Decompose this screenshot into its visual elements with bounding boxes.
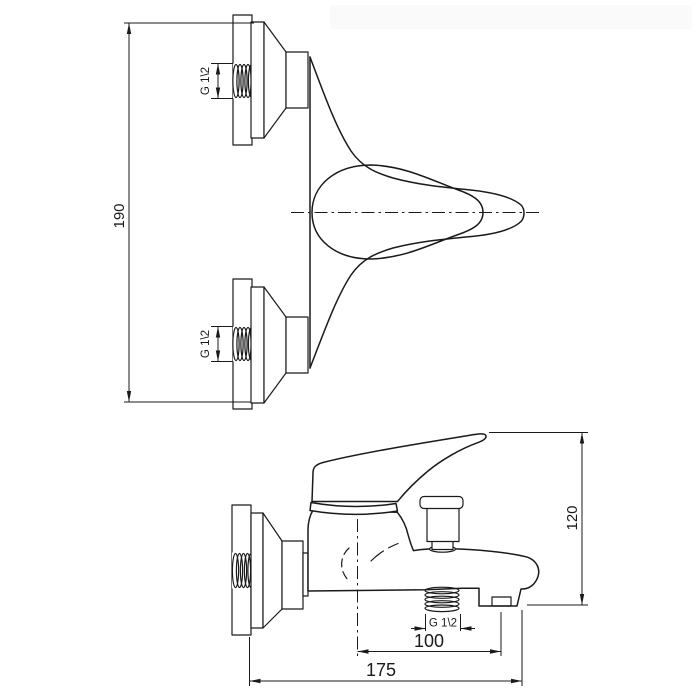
- dimension-shower-thread: G 1\2: [411, 614, 475, 631]
- aerator: [491, 596, 512, 607]
- shower-thread-label: G 1\2: [429, 618, 457, 630]
- lever-grip-top: [311, 164, 484, 260]
- dimension-thread-lower: G 1\2: [200, 326, 233, 362]
- thread-lower-label: G 1\2: [200, 330, 212, 358]
- inlet-thread-lower: [232, 326, 256, 362]
- lever-handle-front: [311, 433, 487, 503]
- dim-190-label: 190: [111, 203, 128, 228]
- dimension-190: 190: [111, 22, 254, 403]
- escutcheon-front: [250, 512, 309, 629]
- dimension-175: 175: [249, 610, 523, 686]
- thread-upper-label: G 1\2: [200, 67, 212, 95]
- hidden-passage-left: [341, 547, 351, 583]
- dimension-120: 120: [489, 432, 588, 606]
- front-view: 120 G 1\2 100 175: [231, 432, 588, 686]
- dimension-thread-upper: G 1\2: [200, 63, 233, 99]
- escutcheon-lower: [250, 286, 309, 404]
- cartridge-cap: [309, 501, 399, 516]
- faint-watermark-band: [330, 5, 692, 29]
- faucet-body-front: [307, 509, 540, 607]
- diverter-knob: [419, 495, 464, 553]
- escutcheon-upper: [250, 21, 309, 139]
- hidden-passage-right: [370, 542, 399, 562]
- dimension-100: 100: [357, 612, 502, 656]
- dim-120-label: 120: [564, 505, 581, 530]
- top-view: 190 G 1\2 G 1\2: [111, 14, 539, 410]
- dim-175-label: 175: [366, 660, 396, 680]
- shower-outlet-thread: [424, 586, 460, 613]
- faucet-body-top: [309, 56, 525, 369]
- dim-100-label: 100: [414, 631, 444, 651]
